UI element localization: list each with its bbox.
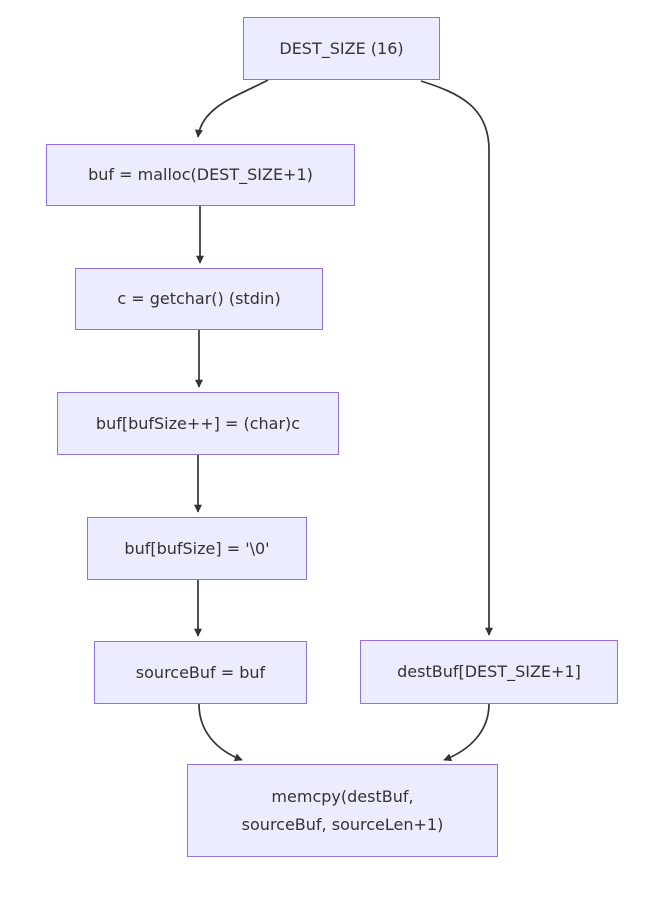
edge-dest-size-to-malloc-buf bbox=[194, 79, 269, 138]
node-getchar: c = getchar() (stdin) bbox=[75, 268, 323, 330]
edge-dest-size-to-dest-buf bbox=[420, 80, 493, 636]
node-dest-buf: destBuf[DEST_SIZE+1] bbox=[360, 640, 618, 704]
node-dest-size-label: DEST_SIZE (16) bbox=[279, 38, 404, 58]
node-source-buf: sourceBuf = buf bbox=[94, 641, 307, 704]
node-source-buf-label: sourceBuf = buf bbox=[135, 662, 266, 682]
node-store-char-label: buf[bufSize++] = (char)c bbox=[95, 413, 301, 433]
edge-dest-buf-to-memcpy bbox=[443, 703, 490, 762]
node-malloc-buf-label: buf = malloc(DEST_SIZE+1) bbox=[88, 165, 313, 184]
node-dest-buf-label: destBuf[DEST_SIZE+1] bbox=[397, 662, 581, 681]
node-memcpy-label: memcpy(destBuf, sourceBuf, sourceLen+1) bbox=[241, 786, 444, 834]
node-null-terminate: buf[bufSize] = '\0' bbox=[87, 517, 307, 580]
node-null-terminate-label: buf[bufSize] = '\0' bbox=[124, 538, 270, 558]
node-dest-size: DEST_SIZE (16) bbox=[243, 17, 440, 80]
node-memcpy: memcpy(destBuf, sourceBuf, sourceLen+1) bbox=[187, 764, 498, 857]
edge-source-buf-to-memcpy bbox=[198, 703, 243, 762]
node-store-char: buf[bufSize++] = (char)c bbox=[57, 392, 339, 455]
node-getchar-label: c = getchar() (stdin) bbox=[117, 289, 281, 308]
node-malloc-buf: buf = malloc(DEST_SIZE+1) bbox=[46, 144, 355, 206]
